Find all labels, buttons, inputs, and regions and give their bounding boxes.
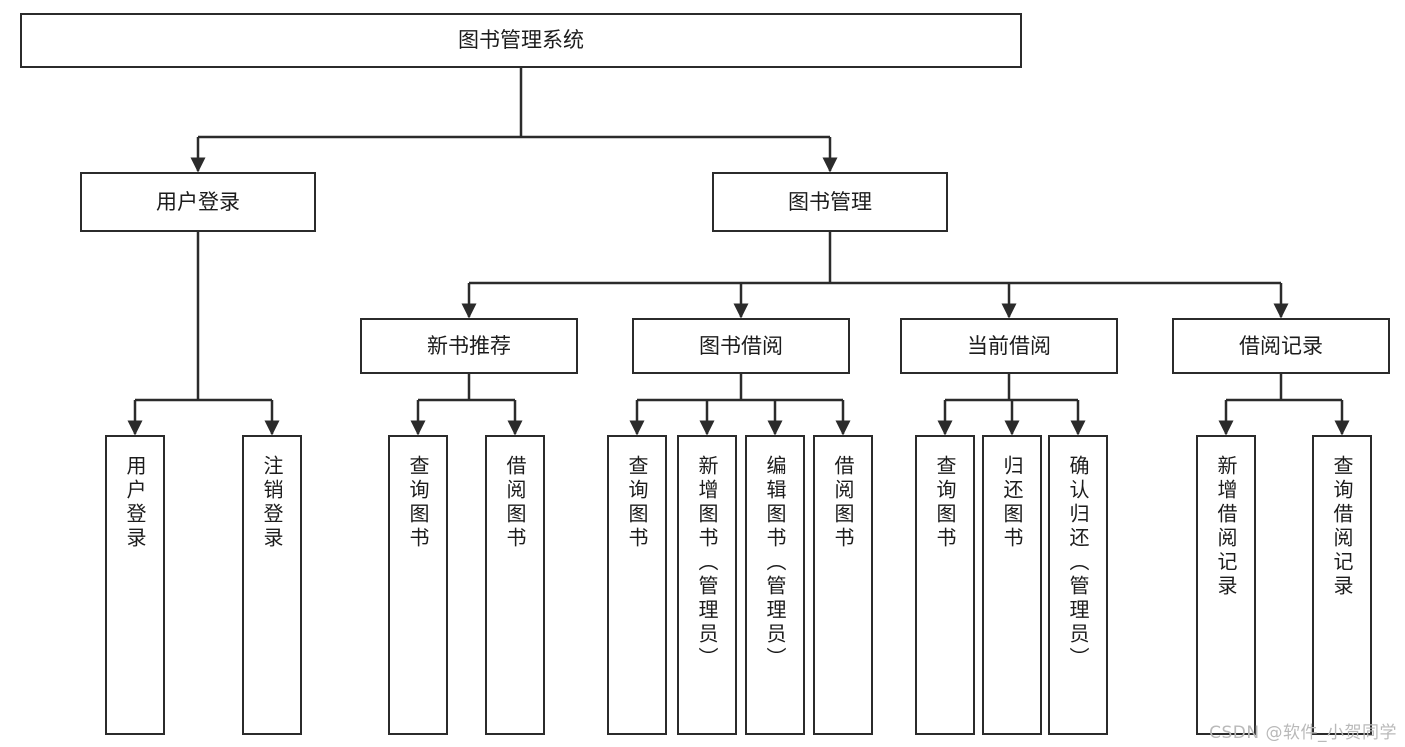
node-leaf-add-book-admin[interactable]: 新增图书（管理员） bbox=[677, 435, 737, 735]
node-label-root: 图书管理系统 bbox=[458, 28, 584, 53]
node-leaf-edit-book-admin[interactable]: 编辑图书（管理员） bbox=[745, 435, 805, 735]
node-book-borrow[interactable]: 图书借阅 bbox=[632, 318, 850, 374]
node-current-borrow[interactable]: 当前借阅 bbox=[900, 318, 1118, 374]
node-leaf-user-login[interactable]: 用户登录 bbox=[105, 435, 165, 735]
node-label-leaf-borrow-book-2: 借阅图书 bbox=[831, 455, 855, 551]
node-label-leaf-edit-book-admin: 编辑图书（管理员） bbox=[763, 455, 787, 671]
node-leaf-query-book-2[interactable]: 查询图书 bbox=[607, 435, 667, 735]
node-borrow-record[interactable]: 借阅记录 bbox=[1172, 318, 1390, 374]
node-label-leaf-return-book: 归还图书 bbox=[1000, 455, 1024, 551]
node-leaf-borrow-book-1[interactable]: 借阅图书 bbox=[485, 435, 545, 735]
node-leaf-confirm-return-admin[interactable]: 确认归还（管理员） bbox=[1048, 435, 1108, 735]
node-label-leaf-logout-login: 注销登录 bbox=[260, 455, 284, 551]
node-leaf-borrow-book-2[interactable]: 借阅图书 bbox=[813, 435, 873, 735]
node-label-leaf-add-book-admin: 新增图书（管理员） bbox=[695, 455, 719, 671]
node-label-user-login: 用户登录 bbox=[156, 189, 240, 214]
node-label-book-manage: 图书管理 bbox=[788, 189, 872, 214]
node-label-book-borrow: 图书借阅 bbox=[699, 333, 783, 358]
node-label-leaf-add-borrow-record: 新增借阅记录 bbox=[1214, 455, 1238, 599]
node-label-borrow-record: 借阅记录 bbox=[1239, 333, 1323, 358]
node-new-book-recommend[interactable]: 新书推荐 bbox=[360, 318, 578, 374]
node-leaf-query-borrow-record[interactable]: 查询借阅记录 bbox=[1312, 435, 1372, 735]
node-leaf-query-book-1[interactable]: 查询图书 bbox=[388, 435, 448, 735]
node-leaf-add-borrow-record[interactable]: 新增借阅记录 bbox=[1196, 435, 1256, 735]
node-label-leaf-query-borrow-record: 查询借阅记录 bbox=[1330, 455, 1354, 599]
node-root[interactable]: 图书管理系统 bbox=[20, 13, 1022, 68]
node-label-current-borrow: 当前借阅 bbox=[967, 333, 1051, 358]
node-book-manage[interactable]: 图书管理 bbox=[712, 172, 948, 232]
node-label-new-book-recommend: 新书推荐 bbox=[427, 333, 511, 358]
node-leaf-logout-login[interactable]: 注销登录 bbox=[242, 435, 302, 735]
node-label-leaf-user-login: 用户登录 bbox=[123, 455, 147, 551]
node-leaf-return-book[interactable]: 归还图书 bbox=[982, 435, 1042, 735]
node-label-leaf-query-book-2: 查询图书 bbox=[625, 455, 649, 551]
node-user-login[interactable]: 用户登录 bbox=[80, 172, 316, 232]
node-label-leaf-query-book-1: 查询图书 bbox=[406, 455, 430, 551]
node-label-leaf-confirm-return-admin: 确认归还（管理员） bbox=[1066, 455, 1090, 671]
node-label-leaf-query-book-3: 查询图书 bbox=[933, 455, 957, 551]
node-label-leaf-borrow-book-1: 借阅图书 bbox=[503, 455, 527, 551]
node-leaf-query-book-3[interactable]: 查询图书 bbox=[915, 435, 975, 735]
